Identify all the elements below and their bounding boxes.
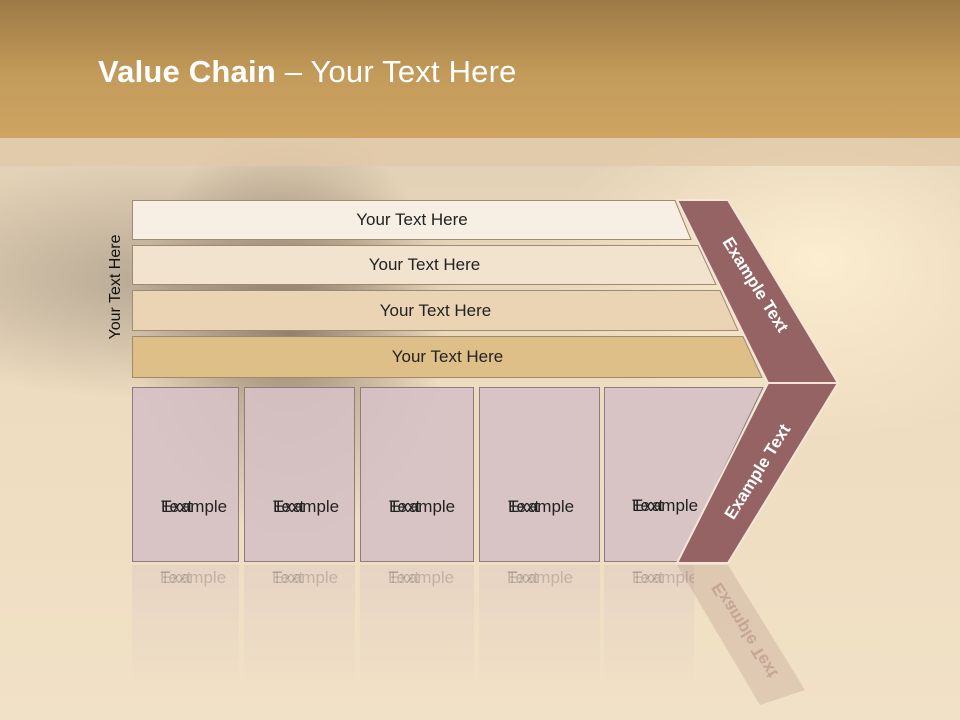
- bar-1-shape: [132, 200, 692, 240]
- chevron-lower-arm: [675, 382, 840, 564]
- bar-1: Your Text Here: [132, 200, 692, 240]
- box-2-line2: Text: [273, 497, 305, 516]
- box-1-line1: Example: [161, 497, 228, 516]
- box-2-line1: Example: [273, 497, 340, 516]
- box-3-line1: Example: [389, 497, 456, 516]
- box-1-line2: Text: [161, 497, 193, 516]
- bar-2-fill: [132, 245, 717, 285]
- slide-title-bold: Value Chain: [98, 54, 276, 89]
- title-banner: [0, 0, 960, 138]
- slide-title: Value Chain – Your Text Here: [98, 54, 517, 90]
- bar-3-shape: [132, 290, 739, 331]
- bar-2-shape: [132, 245, 717, 285]
- box-5-line2: Text: [632, 496, 664, 515]
- box-4-line2: Text: [508, 497, 540, 516]
- bar-2: Your Text Here: [132, 245, 717, 285]
- bar-4-fill: [132, 336, 763, 378]
- bar-3: Your Text Here: [132, 290, 739, 331]
- bar-4: Your Text Here: [132, 336, 763, 378]
- bar-3-fill: [132, 290, 739, 331]
- bar-3-label: Your Text Here: [379, 300, 492, 320]
- bar-4-label: Your Text Here: [391, 347, 504, 366]
- bar-4-shape: [132, 336, 763, 378]
- box-4-line1: Example: [508, 497, 575, 516]
- bar-1-fill: [132, 200, 692, 240]
- bar-1-label: Your Text Here: [356, 210, 468, 229]
- box-5-line1: Example: [632, 496, 699, 515]
- banner-strip: [0, 138, 960, 166]
- box-3-line2: Text: [389, 497, 421, 516]
- chevron-reflection: [677, 565, 805, 705]
- bar-2-label: Your Text Here: [368, 255, 481, 274]
- slide-title-rest: – Your Text Here: [275, 54, 517, 89]
